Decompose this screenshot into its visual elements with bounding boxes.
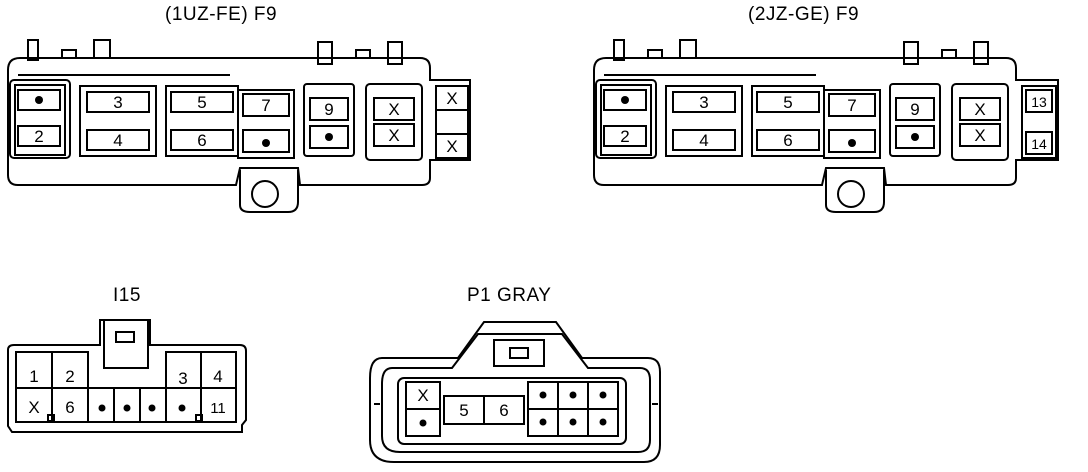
pin-dots	[35, 96, 919, 427]
f9-1uzfe-pin-7	[242, 93, 290, 117]
f9-1uzfe-pin-2-label: 2	[34, 127, 43, 146]
f9-2jzge-pin-3-label: 3	[699, 93, 708, 112]
f9-1uzfe-pin-1	[17, 89, 61, 111]
connector-p1-title: P1 GRAY	[467, 285, 552, 306]
f9-1uzfe-pin-4	[86, 129, 150, 151]
f9-1uzfe-pin-6	[170, 129, 234, 151]
p1-pin-5-label: 5	[459, 401, 468, 420]
f9-2jzge-pin-1	[603, 89, 647, 111]
i15-pin-6-label: 6	[65, 398, 74, 417]
f9-2jzge-pin-13-label: 13	[1031, 94, 1047, 110]
f9-1uzfe-pin-3	[86, 91, 150, 113]
f9-1uzfe-pin-7-label: 7	[261, 96, 270, 115]
f9-1uzfe-pin-5	[170, 91, 234, 113]
f9-2jzge-pin-x1-label: X	[974, 100, 985, 119]
f9-2jzge-pin-2	[603, 125, 647, 147]
f9-2jzge-pin-5-label: 5	[783, 93, 792, 112]
f9-2jzge-pin-6-label: 6	[783, 131, 792, 150]
f9-2jzge-pin-9	[895, 97, 935, 121]
connector-f9-2jzge	[593, 39, 1059, 213]
f9-1uzfe-pin-4-label: 4	[113, 131, 122, 150]
p1-pin-x-label: X	[417, 386, 428, 405]
f9-1uzfe-pin-10	[309, 125, 349, 149]
f9-1uzfe-pin-x1-label: X	[388, 100, 399, 119]
f9-1uzfe-pin-5-label: 5	[197, 93, 206, 112]
f9-1uzfe-pin-x2-label: X	[388, 126, 399, 145]
i15-pin-4-label: 4	[213, 367, 222, 386]
p1-pin-6-label: 6	[499, 401, 508, 420]
i15-pin-11-label: 11	[210, 400, 226, 417]
f9-2jzge-pin-x2-label: X	[974, 126, 985, 145]
f9-2jzge-pin-14-label: 14	[1031, 136, 1047, 152]
connector-p1	[369, 321, 661, 463]
f9-2jzge-pin-4-label: 4	[699, 131, 708, 150]
connector-f9-1uzfe	[7, 39, 471, 213]
f9-1uzfe-pin-9	[309, 97, 349, 121]
f9-2jzge-pin-10	[895, 125, 935, 149]
f9-2jzge-pin-14	[1025, 131, 1053, 155]
f9-2jzge-pin-6	[756, 129, 820, 151]
f9-1uzfe-pin-6-label: 6	[197, 131, 206, 150]
f9-2jzge-pin-7-label: 7	[847, 96, 856, 115]
connector-f9-2jzge-title: (2JZ-GE) F9	[748, 4, 860, 25]
f9-1uzfe-pin-x3-label: X	[446, 89, 457, 108]
f9-2jzge-pin-5	[756, 91, 820, 113]
i15-pin-3-label: 3	[178, 369, 187, 388]
f9-1uzfe-pin-9-label: 9	[324, 100, 333, 119]
f9-2jzge-pin-7	[828, 93, 876, 117]
f9-1uzfe-pin-2	[17, 125, 61, 147]
i15-pin-x-label: X	[28, 398, 39, 417]
f9-2jzge-pin-13	[1025, 89, 1053, 113]
f9-1uzfe-pin-8	[242, 129, 290, 153]
i15-pin-2-label: 2	[65, 367, 74, 386]
f9-2jzge-pin-3	[672, 91, 736, 113]
f9-2jzge-pin-9-label: 9	[910, 100, 919, 119]
f9-1uzfe-pin-3-label: 3	[113, 93, 122, 112]
connector-f9-1uzfe-title: (1UZ-FE) F9	[165, 4, 278, 25]
f9-1uzfe-pin-x4-label: X	[446, 137, 457, 156]
connector-i15-title: I15	[113, 285, 141, 306]
i15-pin-1-label: 1	[29, 367, 38, 386]
f9-2jzge-pin-8	[828, 129, 876, 153]
f9-2jzge-pin-2-label: 2	[620, 127, 629, 146]
f9-2jzge-pin-4	[672, 129, 736, 151]
connector-i15	[7, 319, 247, 433]
